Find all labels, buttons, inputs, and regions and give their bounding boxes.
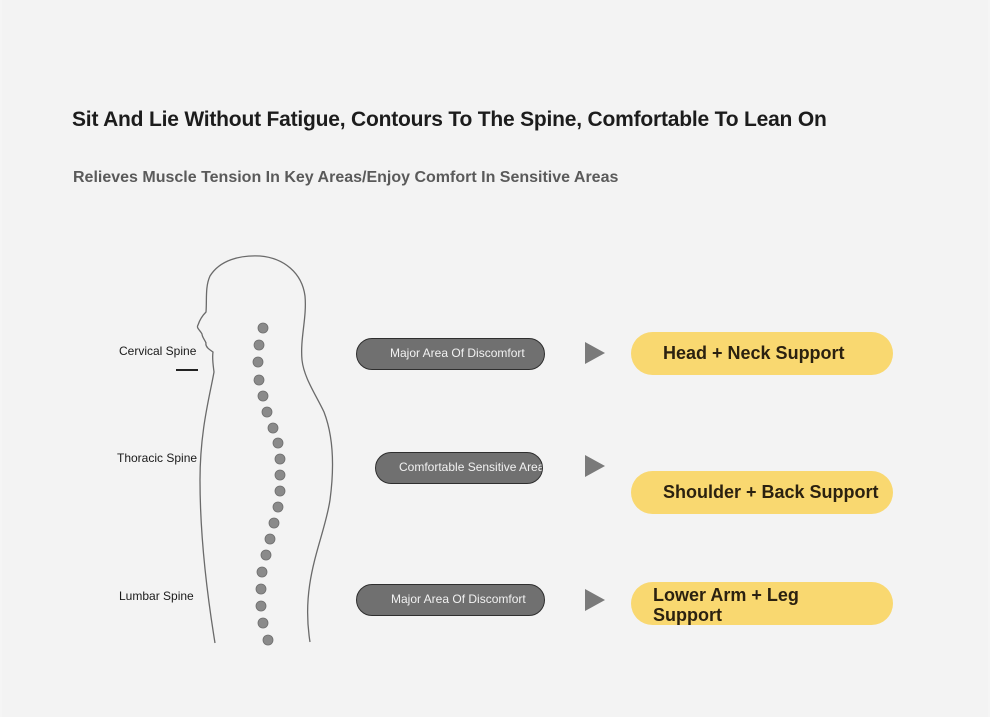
vertebra-dot-icon — [261, 406, 273, 418]
vertebra-dot-icon — [257, 617, 269, 629]
support-pill-2-label: Shoulder + Back Support — [663, 482, 879, 502]
support-pill-2: Shoulder + Back Support — [631, 471, 893, 514]
vertebra-dot-icon — [272, 501, 284, 513]
vertebra-dot-icon — [272, 437, 284, 449]
lumbar-spine-label: Lumbar Spine — [119, 589, 194, 603]
vertebra-dot-icon — [264, 533, 276, 545]
status-pill-2-label: Comfortable Sensitive Area — [399, 460, 543, 474]
vertebra-dot-icon — [267, 422, 279, 434]
vertebra-dot-icon — [253, 374, 265, 386]
status-pill-3: Major Area Of Discomfort — [356, 584, 545, 616]
page-subtitle: Relieves Muscle Tension In Key Areas/Enj… — [73, 169, 619, 186]
play-arrow-icon — [585, 342, 605, 364]
vertebra-dot-icon — [255, 583, 267, 595]
vertebra-dot-icon — [274, 469, 286, 481]
status-pill-1: Major Area Of Discomfort — [356, 338, 545, 370]
vertebra-dot-icon — [253, 339, 265, 351]
play-arrow-icon — [585, 455, 605, 477]
status-pill-3-label: Major Area Of Discomfort — [391, 592, 526, 606]
status-pill-2: Comfortable Sensitive Area — [375, 452, 543, 484]
thoracic-spine-label: Thoracic Spine — [117, 451, 198, 465]
play-arrow-icon — [585, 589, 605, 611]
vertebra-dot-icon — [260, 549, 272, 561]
cervical-spine-label: Cervical Spine — [119, 344, 197, 358]
vertebra-dot-icon — [255, 600, 267, 612]
status-pill-1-label: Major Area Of Discomfort — [390, 346, 525, 360]
vertebra-dot-icon — [262, 634, 274, 646]
vertebra-dot-icon — [252, 356, 264, 368]
vertebra-dot-icon — [274, 485, 286, 497]
vertebra-dot-icon — [257, 390, 269, 402]
body-outline — [196, 255, 334, 644]
vertebra-dot-icon — [274, 453, 286, 465]
vertebra-dot-icon — [268, 517, 280, 529]
vertebrae-column — [252, 322, 286, 646]
support-pill-3-label: Lower Arm + Leg Support — [653, 585, 799, 625]
vertebra-dot-icon — [257, 322, 269, 334]
support-pill-1: Head + Neck Support — [631, 332, 893, 375]
support-pill-3: Lower Arm + Leg Support — [631, 582, 893, 625]
vertebra-dot-icon — [256, 566, 268, 578]
support-pill-1-label: Head + Neck Support — [663, 343, 845, 363]
page-title: Sit And Lie Without Fatigue, Contours To… — [72, 108, 827, 131]
